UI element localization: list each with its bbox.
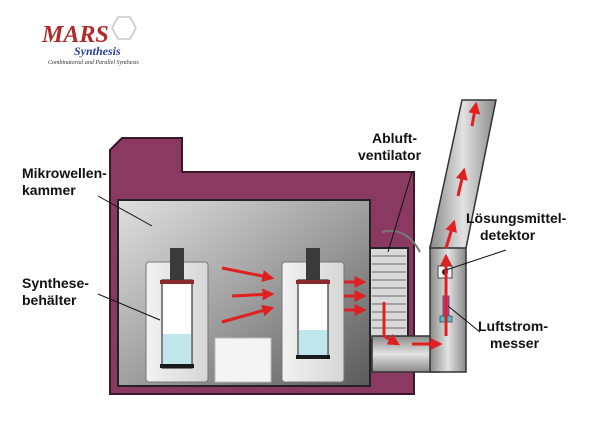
leader-line-fan [387,171,413,253]
label-chamber-line2: kammer [22,182,76,198]
airflow-arrow [455,167,468,197]
leader-line-vessel [97,293,161,321]
airflow-arrow [221,266,275,283]
leader-line-detector [445,249,507,271]
synthesis-vessel-left [145,248,209,383]
label-chamber-line1: Mikrowellen- [22,165,107,181]
label-flowmeter-line1: Luftstrom- [478,318,548,334]
label-vessel-line1: Synthese- [22,275,89,291]
mars-synthesis-logo: MARS Synthesis Combinatorial and Paralle… [41,16,139,66]
airflow-arrow [444,219,457,249]
hexagon-outline-icon [111,16,137,40]
airflow-arrow [221,304,275,324]
leader-line-flowmeter [447,305,481,333]
logo-brand: MARS [41,22,109,48]
label-fan-line2: ventilator [358,147,422,163]
label-fan: Abluft- ventilator [358,130,422,163]
label-detector: Lösungsmittel- detektor [466,210,570,243]
label-detector-line1: Lösungsmittel- [466,210,567,226]
turntable-base [214,337,272,383]
label-chamber: Mikrowellen- kammer [22,165,111,198]
label-fan-line1: Abluft- [372,130,417,146]
logo-product: Synthesis [74,44,121,58]
label-flowmeter-line2: messer [490,335,540,351]
logo-tagline: Combinatorial and Parallel Synthesis [48,60,139,66]
leader-line-chamber [97,195,153,227]
airflow-arrows [221,101,481,350]
airflow-arrow [468,101,481,127]
label-detector-line2: detektor [480,227,536,243]
synthesis-vessel-right [281,248,345,383]
airflow-arrow [382,302,401,346]
label-vessel: Synthese- behälter [22,275,93,308]
label-flowmeter: Luftstrom- messer [478,318,552,351]
label-leader-lines [97,171,507,333]
airflow-arrow [231,288,275,301]
label-vessel-line2: behälter [22,292,77,308]
